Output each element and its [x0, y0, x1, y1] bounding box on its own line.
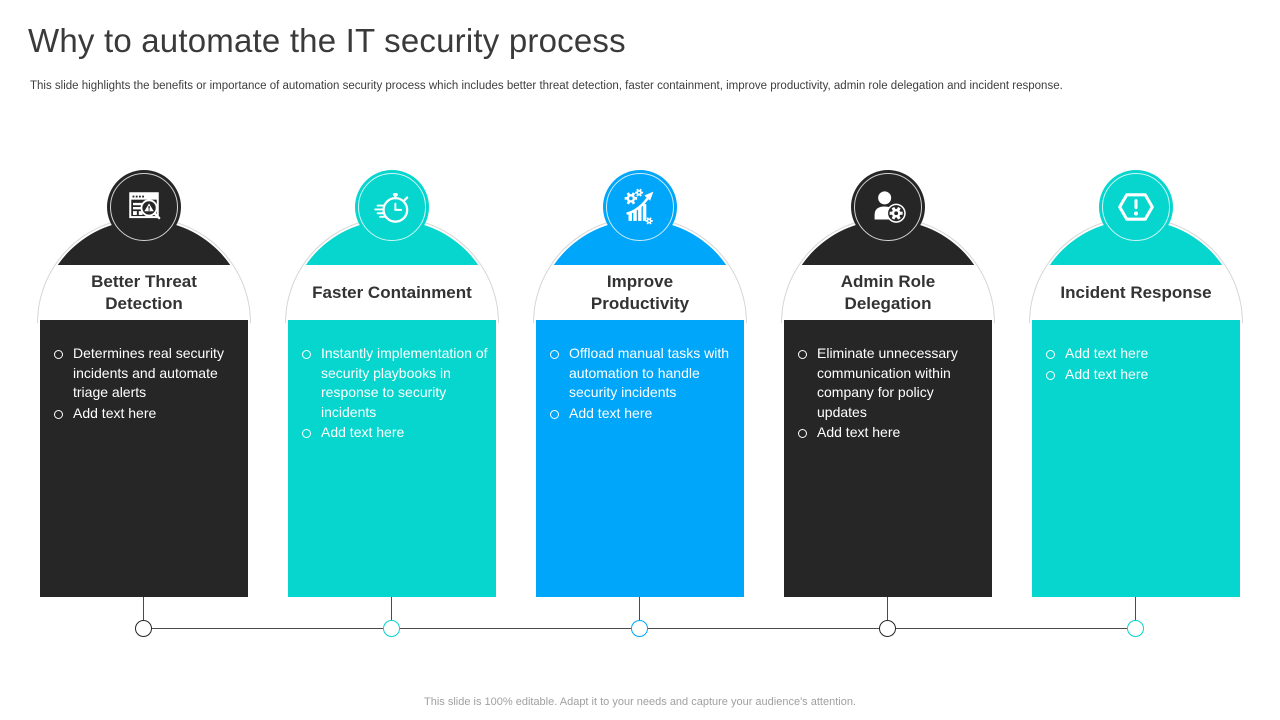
bullet-marker — [1046, 370, 1055, 380]
productivity-growth-icon — [603, 170, 677, 244]
stopwatch-icon — [355, 170, 429, 244]
bullet-text: Eliminate unnecessary communication with… — [817, 345, 958, 420]
bullet-text: Add text here — [1065, 345, 1149, 361]
bullet-marker — [550, 409, 559, 419]
connector-stub — [391, 597, 392, 620]
bullet-text: Add text here — [321, 424, 405, 440]
bullet-item: Add text here — [548, 404, 736, 424]
bullet-text: Offload manual tasks with automation to … — [569, 345, 730, 400]
bullet-marker — [550, 350, 559, 359]
bullet-marker — [302, 350, 311, 359]
slide-title: Why to automate the IT security process — [28, 22, 626, 59]
icon-ring — [1102, 173, 1170, 241]
bullet-text: Add text here — [1065, 365, 1149, 382]
bullet-marker — [798, 429, 807, 438]
bullet-item: Add text here — [796, 423, 984, 443]
bullet-marker — [54, 409, 63, 419]
column-faster-containment: Faster Containment Instantly implementat… — [284, 150, 500, 660]
bullet-item: Eliminate unnecessary communication with… — [796, 344, 984, 422]
column-better-threat-detection: Better Threat Detection Determines real … — [36, 150, 252, 660]
bullet-text: Instantly implementation of security pla… — [321, 345, 488, 420]
connector-node — [1127, 620, 1144, 637]
connector-stub — [143, 597, 144, 620]
column-body: Instantly implementation of security pla… — [288, 320, 496, 597]
connector-node — [879, 620, 896, 637]
connector-stub — [887, 597, 888, 620]
slide-footer-note: This slide is 100% editable. Adapt it to… — [424, 696, 856, 708]
connector-stub — [639, 597, 640, 620]
icon-ring — [606, 173, 674, 241]
bullet-item: Add text here — [1044, 365, 1232, 385]
connector-node — [135, 620, 152, 637]
column-body: Add text here Add text here — [1032, 320, 1240, 597]
bullet-marker — [1046, 350, 1055, 359]
bullet-item: Add text here — [52, 404, 240, 424]
icon-ring — [854, 173, 922, 241]
connector-node — [383, 620, 400, 637]
column-body: Eliminate unnecessary communication with… — [784, 320, 992, 597]
threat-detection-icon — [107, 170, 181, 244]
bullet-marker — [54, 350, 63, 359]
column-admin-role-delegation: Admin Role Delegation Eliminate unnecess… — [780, 150, 996, 660]
bullet-text: Add text here — [73, 404, 157, 421]
column-improve-productivity: Improve Productivity — [532, 150, 748, 660]
connector-node — [631, 620, 648, 637]
icon-ring — [358, 173, 426, 241]
slide-subtitle: This slide highlights the benefits or im… — [30, 80, 1063, 92]
column-body: Offload manual tasks with automation to … — [536, 320, 744, 597]
bullet-marker — [302, 429, 311, 438]
incident-warning-icon — [1099, 170, 1173, 244]
connector-stub — [1135, 597, 1136, 620]
bullet-marker — [798, 350, 807, 359]
bullet-item: Offload manual tasks with automation to … — [548, 344, 736, 403]
bullet-text: Add text here — [817, 424, 901, 440]
icon-ring — [110, 173, 178, 241]
bullet-text: Add text here — [569, 404, 653, 421]
bullet-item: Instantly implementation of security pla… — [300, 344, 488, 422]
column-body: Determines real security incidents and a… — [40, 320, 248, 597]
admin-user-gear-icon — [851, 170, 925, 244]
bullet-text: Determines real security incidents and a… — [73, 345, 224, 400]
column-incident-response: Incident Response Add text here Add text… — [1028, 150, 1244, 660]
bullet-item: Add text here — [1044, 344, 1232, 364]
bullet-item: Add text here — [300, 423, 488, 443]
bullet-item: Determines real security incidents and a… — [52, 344, 240, 403]
